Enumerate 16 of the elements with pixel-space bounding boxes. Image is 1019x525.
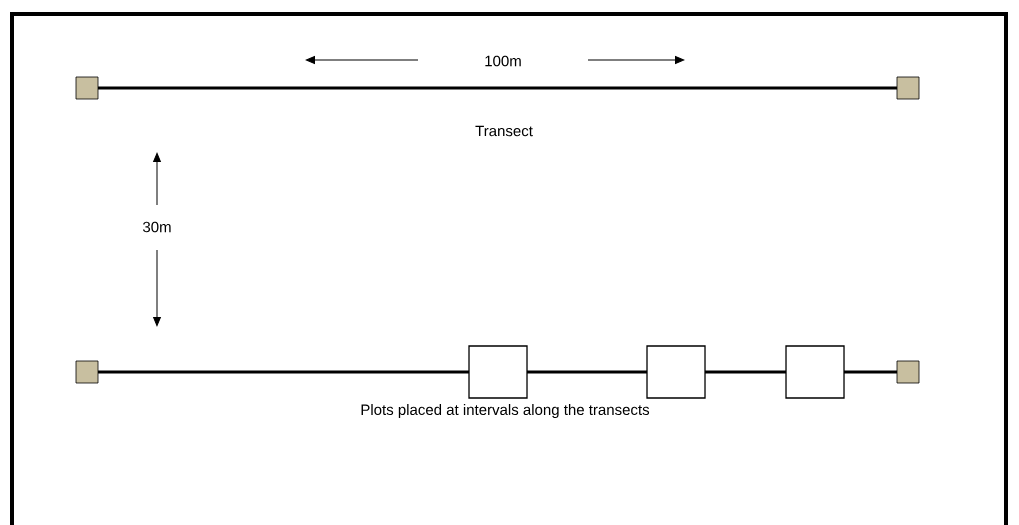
transect-line — [705, 370, 786, 374]
transect-line — [844, 370, 897, 374]
transect-line — [98, 370, 469, 374]
marker-post — [896, 360, 920, 384]
plot-square — [646, 345, 706, 399]
transect-line — [527, 370, 647, 374]
transect-line — [98, 86, 897, 90]
dimension-label: 100m — [485, 55, 521, 67]
plot-square — [468, 345, 528, 399]
caption: Plots placed at intervals along the transects — [361, 404, 650, 418]
marker-post — [75, 76, 99, 100]
plot-square — [785, 345, 845, 399]
marker-post — [75, 360, 99, 384]
transect-label: Transect — [475, 125, 533, 137]
marker-post — [896, 76, 920, 100]
dimension-label: 30m — [143, 221, 171, 233]
